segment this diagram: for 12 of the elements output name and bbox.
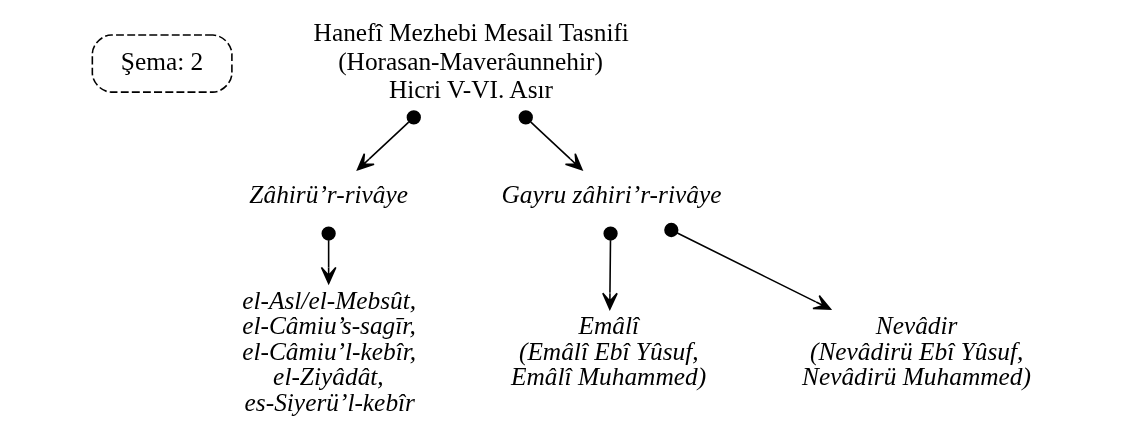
arrow [320, 226, 337, 285]
arrow [518, 110, 583, 171]
node-text: Emâlî (Emâlî Ebî Yûsuf, Emâlî Muhammed) [511, 311, 707, 391]
node-text: Zâhirü’r-rivâye [249, 179, 409, 208]
node-text: Hanefî Mezhebi Mesail Tasnifi (Horasan-Maverâunnehir) Hicri V-VI. Asır [313, 18, 629, 104]
node-text: Gayru zâhiri’r-rivâye [501, 179, 722, 208]
node-text: el-Asl/el-Mebsût, el-Câmiu’s-sagīr, el-Câmiu’l-kebîr, el-Ziyâdât, es-Siyerü’l-kebîr [242, 286, 417, 416]
node-text: Nevâdir (Nevâdirü Ebî Yûsuf, Nevâdirü Muhammed) [802, 311, 1031, 391]
node-box: Şema: 2 [91, 34, 233, 93]
arrow [664, 222, 832, 310]
arrow [602, 226, 618, 310]
arrow [356, 110, 421, 171]
